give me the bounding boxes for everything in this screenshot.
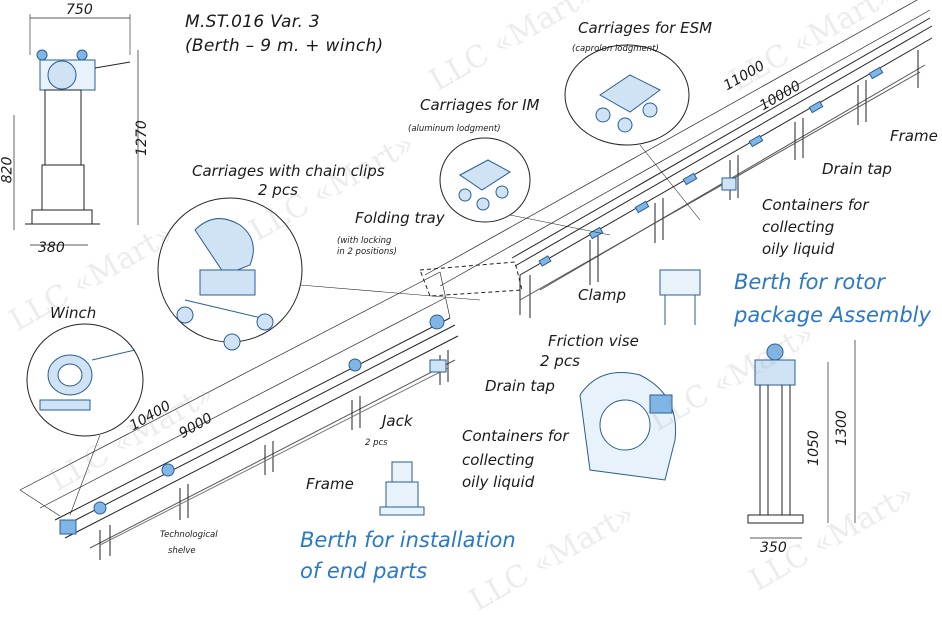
label-carriages-chain-count: 2 pcs [258,181,298,199]
label-drain-tap-top: Drain tap [822,160,892,178]
friction-vise-detail [579,372,677,481]
clamp-detail [659,269,701,325]
dim-380: 380 [38,240,65,256]
label-berth-end-2: of end parts [300,559,428,583]
label-berth-rotor-1: Berth for rotor [734,270,885,294]
dim-350: 350 [760,540,787,556]
label-berth-end-1: Berth for installation [300,528,516,552]
jack-detail [379,461,425,516]
label-winch: Winch [50,304,97,322]
label-carriages-esm-sub: (caprolon lodgment) [572,44,659,54]
label-jack-count: 2 pcs [365,438,388,448]
label-carriages-chain: Carriages with chain clips [192,162,385,180]
label-containers-bottom-1: Containers for [462,427,569,445]
label-carriages-im-sub: (aluminum lodgment) [408,124,501,134]
rotor-berth [419,0,933,318]
label-containers-bottom-2: collecting [462,451,535,469]
label-clamp: Clamp [578,286,626,304]
label-containers-top-3: oily liquid [762,240,835,258]
label-drain-tap-bottom: Drain tap [485,377,555,395]
label-containers-top-2: collecting [762,218,835,236]
dim-750: 750 [66,2,93,18]
label-friction-vise-count: 2 pcs [540,352,580,370]
label-berth-rotor-2: package Assembly [734,303,931,327]
esm-carriage-detail [595,74,661,133]
drawing-subtitle: (Berth – 9 m. + winch) [185,36,384,56]
dim-1300: 1300 [833,410,850,446]
label-folding-tray-sub2: in 2 positions) [337,247,397,257]
end-parts-berth [19,271,459,560]
label-containers-top-1: Containers for [762,196,869,214]
im-carriage-detail [458,159,511,211]
label-carriages-esm: Carriages for ESM [578,19,713,37]
drawing-title: M.ST.016 Var. 3 [185,12,320,32]
label-friction-vise: Friction vise [548,332,639,350]
dim-1270: 1270 [133,120,150,156]
label-tech-shelve-2: shelve [168,546,196,556]
chain-clip-carriage-detail [176,218,274,351]
label-folding-tray: Folding tray [355,209,445,227]
dim-1050: 1050 [805,430,822,466]
right-end-view [747,340,856,539]
top-left-side-view [13,14,139,246]
label-frame-bottom: Frame [306,475,354,493]
technical-drawing [13,0,933,560]
label-carriages-im: Carriages for IM [420,96,540,114]
winch-detail [39,349,136,411]
dim-820: 820 [0,156,16,184]
label-jack: Jack [382,412,413,430]
label-folding-tray-sub1: (with locking [337,236,392,246]
label-tech-shelve-1: Technological [160,530,218,540]
label-containers-bottom-3: oily liquid [462,473,535,491]
label-frame-top: Frame [890,127,938,145]
